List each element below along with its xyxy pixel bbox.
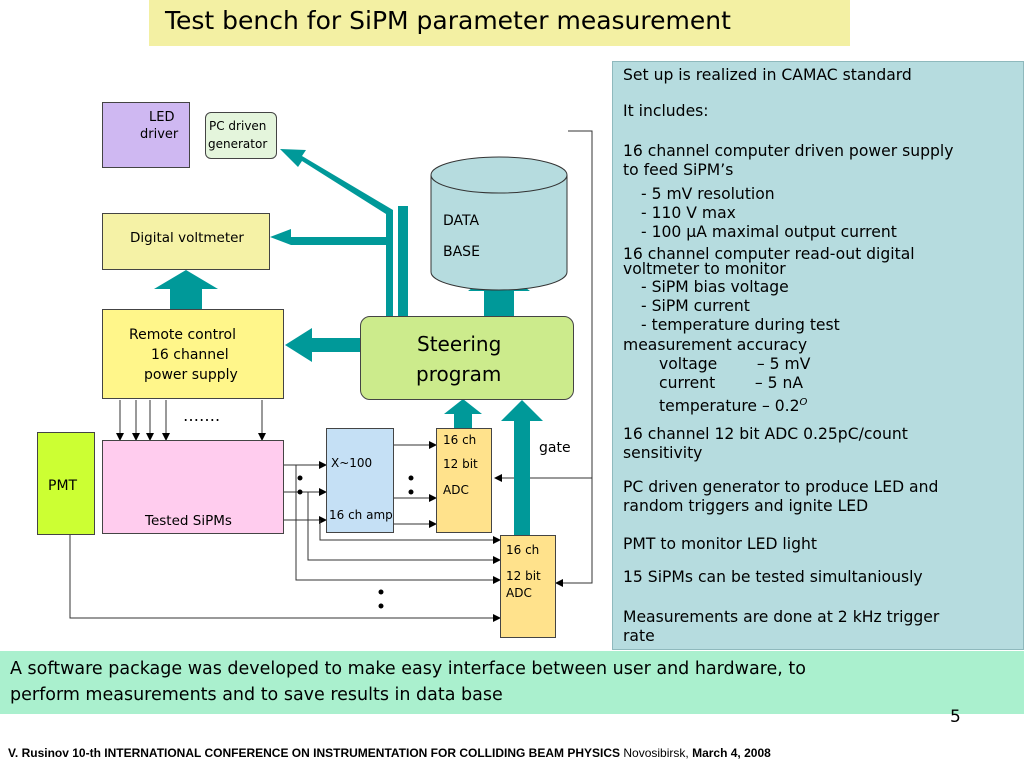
info-line: - 100 μA maximal output current	[641, 223, 897, 241]
footer-author: V. Rusinov 10-th INTERNATIONAL CONFERENC…	[8, 746, 621, 760]
degree-symbol: O	[799, 397, 808, 408]
info-line: voltmeter to monitor	[623, 260, 786, 278]
database-cylinder	[430, 156, 568, 291]
page-number: 5	[950, 707, 961, 727]
info-line: PC driven generator to produce LED and	[623, 478, 939, 496]
generator-box: PC driven generator	[205, 112, 277, 159]
arrow-ps-to-voltmeter	[154, 270, 218, 310]
pmt-box: PMT	[37, 432, 95, 535]
voltmeter-box: Digital voltmeter	[102, 213, 270, 270]
adc1-box: 16 ch 12 bit ADC	[436, 428, 492, 533]
summary-banner: A software package was developed to make…	[0, 651, 1024, 714]
info-line: to feed SiPM’s	[623, 161, 734, 179]
adc1-label-1: 16 ch	[443, 433, 477, 447]
adc2-label-2: 12 bit	[506, 569, 541, 583]
data-flow-arrows	[154, 149, 543, 535]
steering-program-box: Steering program	[360, 316, 574, 400]
arrow-adc1-to-steering	[444, 399, 482, 430]
info-line: - SiPM current	[641, 297, 750, 315]
info-line: Set up is realized in CAMAC standard	[623, 66, 912, 84]
info-line: current – 5 nA	[659, 374, 804, 392]
info-line: measurement accuracy	[623, 336, 808, 354]
power-supply-label-2: 16 channel	[151, 347, 229, 363]
arrow-steering-to-db-stem	[398, 206, 408, 318]
arrow-adc2-to-steering	[501, 400, 543, 535]
adc2-label-3: ADC	[506, 586, 532, 600]
info-line: temperature – 0.2O	[659, 394, 807, 415]
info-line: 16 channel 12 bit ADC 0.25pC/count	[623, 425, 908, 443]
footer-date: March 4, 2008	[692, 746, 771, 760]
led-driver-label-2: driver	[140, 127, 179, 142]
arrow-to-power-supply	[285, 328, 360, 362]
banner-line-2: perform measurements and to save results…	[10, 685, 503, 705]
led-driver-label-1: LED	[149, 110, 175, 125]
generator-label-2: generator	[208, 137, 268, 151]
arrow-to-generator	[280, 149, 393, 318]
info-line: Measurements are done at 2 kHz trigger	[623, 608, 940, 626]
amplifier-gain: X~100	[331, 456, 373, 470]
info-line: - 5 mV resolution	[641, 185, 775, 203]
info-line: It includes:	[623, 102, 709, 120]
sipm-label: Tested SiPMs	[145, 513, 232, 529]
info-line: - temperature during test	[641, 316, 840, 334]
info-line: random triggers and ignite LED	[623, 497, 869, 515]
amplifier-box: X~100 16 ch amp	[326, 428, 394, 533]
pmt-label: PMT	[48, 478, 78, 494]
info-line: 16 channel computer driven power supply	[623, 142, 954, 160]
info-line: PMT to monitor LED light	[623, 535, 817, 553]
steering-label-1: Steering	[417, 332, 502, 356]
adc1-label-2: 12 bit	[443, 457, 478, 471]
amplifier-label: 16 ch amp	[329, 508, 393, 522]
info-line: 15 SiPMs can be tested simultaniously	[623, 568, 923, 586]
adc2-label-1: 16 ch	[506, 543, 540, 557]
info-line: 16 channel computer read-out digital	[623, 245, 915, 263]
adc1-label-3: ADC	[443, 483, 469, 497]
banner-line-1: A software package was developed to make…	[10, 659, 806, 679]
info-line: - 110 V max	[641, 204, 736, 222]
gate-label: gate	[539, 440, 571, 456]
adc2-box: 16 ch 12 bit ADC	[500, 535, 556, 638]
steering-label-2: program	[416, 362, 502, 386]
info-panel: Set up is realized in CAMAC standard It …	[612, 61, 1024, 650]
info-line: sensitivity	[623, 444, 703, 462]
slide-title: Test bench for SiPM parameter measuremen…	[165, 6, 731, 35]
power-supply-label-3: power supply	[144, 367, 238, 383]
temperature-accuracy: temperature – 0.2	[659, 397, 800, 416]
voltmeter-label: Digital voltmeter	[130, 230, 244, 246]
power-supply-label-1: Remote control	[129, 327, 236, 343]
info-line: - SiPM bias voltage	[641, 278, 789, 296]
generator-label-1: PC driven	[209, 119, 267, 133]
sipm-box: Tested SiPMs	[102, 440, 284, 534]
title-box: Test bench for SiPM parameter measuremen…	[149, 0, 850, 46]
test-bench-diagram	[69, 103, 593, 622]
database-label-1: DATA	[443, 213, 480, 229]
channel-dots: …….	[183, 406, 221, 425]
power-supply-box: Remote control 16 channel power supply	[102, 309, 284, 399]
signal-lines	[69, 130, 593, 622]
led-driver-box: LED driver	[102, 102, 190, 168]
footer-place: Novosibirsk,	[623, 746, 689, 760]
footer: V. Rusinov 10-th INTERNATIONAL CONFERENC…	[8, 746, 771, 760]
database-label-2: BASE	[443, 244, 480, 260]
info-line: rate	[623, 627, 655, 645]
info-line: voltage – 5 mV	[659, 355, 811, 373]
arrow-to-voltmeter	[270, 229, 392, 245]
